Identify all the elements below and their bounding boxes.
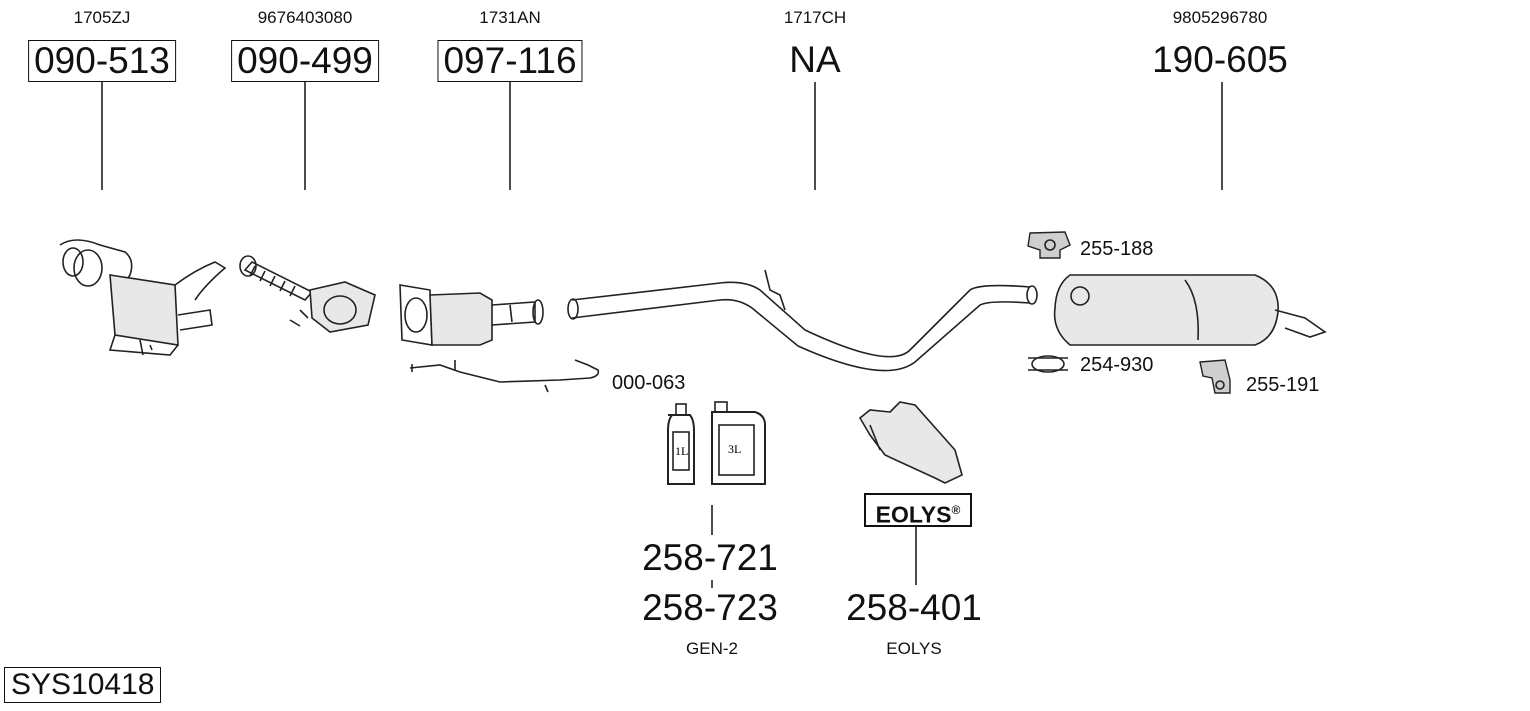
clamp-part[interactable] [1028, 355, 1068, 373]
hanger-bottom-part[interactable] [1199, 359, 1231, 394]
part-ref-4: 1717CH [783, 8, 847, 27]
system-id: SYS10418 [4, 667, 162, 703]
eolys-label: EOLYS [886, 639, 942, 658]
part-number-3[interactable]: 097-116 [437, 40, 583, 82]
additive-number-2[interactable]: 258-723 [642, 587, 778, 628]
part-number-2[interactable]: 090-499 [231, 40, 379, 82]
part-ref-1: 1705ZJ [73, 8, 131, 27]
dpf-part[interactable] [399, 284, 544, 346]
hanger-top-part[interactable] [1027, 231, 1071, 259]
can-small-label: 1L [675, 444, 688, 458]
additive-number-1[interactable]: 258-721 [642, 537, 778, 578]
hanger-bottom-label[interactable]: 255-191 [1246, 374, 1320, 396]
eolys-brand-mark: ® [951, 503, 961, 517]
manifold-catalyst-part[interactable] [59, 239, 227, 356]
mid-pipe-part[interactable] [567, 269, 1038, 372]
sensor-label[interactable]: 000-063 [612, 372, 686, 394]
part-ref-3: 1731AN [479, 8, 541, 27]
part-ref-5: 9805296780 [1172, 8, 1268, 27]
eolys-tank-part[interactable] [858, 401, 963, 484]
eolys-brand-text: EOLYS [875, 501, 952, 528]
hanger-top-label[interactable]: 255-188 [1080, 238, 1154, 260]
eolys-number[interactable]: 258-401 [846, 587, 982, 628]
part-number-4[interactable]: NA [789, 39, 841, 80]
additive-cans-part[interactable]: 1L 3L [667, 401, 766, 485]
part-number-5[interactable]: 190-605 [1152, 39, 1288, 80]
clamp-label[interactable]: 254-930 [1080, 354, 1154, 376]
part-number-1[interactable]: 090-513 [28, 40, 176, 82]
eolys-brand-logo: EOLYS® [864, 493, 972, 528]
can-large-label: 3L [728, 442, 741, 456]
rear-silencer-part[interactable] [1053, 274, 1327, 346]
sensor-part[interactable] [409, 359, 600, 393]
flex-pipe-part[interactable] [239, 255, 376, 333]
part-ref-2: 9676403080 [257, 8, 353, 27]
additive-label: GEN-2 [686, 639, 738, 658]
